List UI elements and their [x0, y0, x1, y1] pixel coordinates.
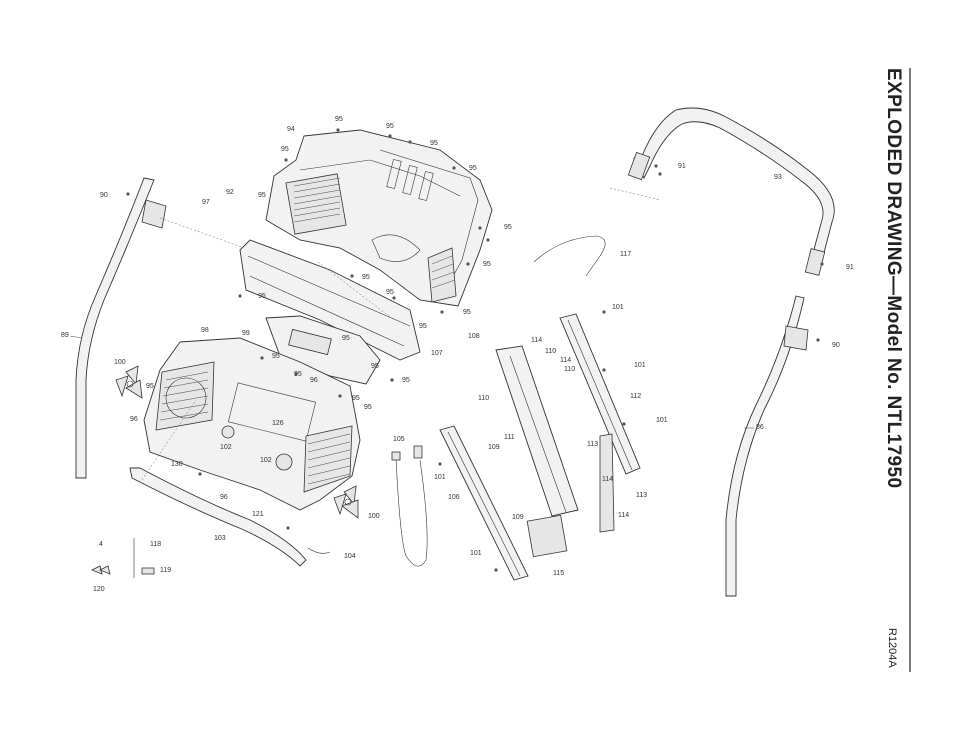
- callout: 117: [620, 251, 631, 258]
- callout: 94: [287, 126, 295, 133]
- callout: 101: [434, 474, 446, 481]
- callout: 101: [470, 550, 482, 557]
- callout: 95: [258, 293, 266, 300]
- callout: 110: [564, 366, 575, 373]
- callout: 91: [846, 264, 854, 271]
- callout: 90: [100, 192, 108, 199]
- callout: 95: [294, 371, 302, 378]
- callout: 102: [220, 444, 232, 451]
- side-rail-112: [559, 313, 641, 475]
- callout: 92: [226, 189, 234, 196]
- callout: 114: [602, 476, 613, 483]
- fan-right-100: [333, 485, 359, 519]
- callout: 93: [774, 174, 782, 181]
- callout: 95: [386, 123, 394, 130]
- fan-left-100: [115, 365, 143, 399]
- rail-109: [599, 433, 615, 533]
- drawing-title: EXPLODED DRAWING—Model No. NTL17950: [883, 68, 904, 488]
- callout: 95: [335, 116, 343, 123]
- callout: 110: [545, 348, 556, 355]
- callout-labels: 95 95 94 95 95 95 90 92 95 97 95 95 95 9…: [61, 116, 854, 593]
- callout: 95: [272, 353, 280, 360]
- callout: 121: [252, 511, 264, 518]
- callout: 102: [260, 457, 272, 464]
- callout: 95: [402, 377, 410, 384]
- callout: 112: [630, 393, 641, 400]
- callout: 114: [560, 357, 571, 364]
- callout: 97: [202, 199, 210, 206]
- callout: 101: [612, 304, 624, 311]
- callout: 119: [160, 567, 171, 574]
- callout: 109: [512, 514, 524, 521]
- callout: 95: [364, 404, 372, 411]
- handlebar-93: [627, 107, 835, 276]
- callout: 109: [488, 444, 500, 451]
- callout: 101: [634, 362, 646, 369]
- callout: 98: [201, 327, 209, 334]
- side-rail-111: [495, 345, 579, 558]
- callout: 95: [483, 261, 491, 268]
- callout: 89: [61, 332, 69, 339]
- callout: 113: [636, 492, 647, 499]
- upper-hood-94: [265, 129, 493, 307]
- callout: 95: [258, 192, 266, 199]
- callout: 126: [272, 420, 284, 427]
- callout: 86: [756, 424, 764, 431]
- callout: 95: [342, 335, 350, 342]
- callout: 91: [678, 163, 686, 170]
- motor-hood-107: [239, 239, 421, 361]
- front-bar-103: [129, 467, 307, 567]
- callout: 96: [220, 494, 228, 501]
- callout: 114: [618, 512, 629, 519]
- main-console-98: [143, 337, 361, 511]
- callout: 95: [469, 165, 477, 172]
- callout: 100: [368, 513, 380, 520]
- callout: 104: [344, 553, 356, 560]
- callout: 95: [430, 140, 438, 147]
- side-rail-106: [439, 425, 529, 581]
- callout: 95: [419, 323, 427, 330]
- callout: 108: [468, 333, 480, 340]
- callout: 110: [478, 395, 489, 402]
- revision-code: R1204A: [886, 628, 898, 668]
- callout: 4: [99, 541, 103, 548]
- callout: 103: [214, 535, 226, 542]
- callout: 118: [150, 541, 161, 548]
- power-cord-105: [391, 445, 428, 567]
- callout: 115: [553, 570, 564, 577]
- callout: 114: [531, 337, 542, 344]
- callout: 96: [130, 416, 138, 423]
- callout: 95: [386, 289, 394, 296]
- callout: 95: [146, 383, 154, 390]
- callout: 95: [504, 224, 512, 231]
- right-upright-86: [725, 295, 809, 597]
- left-upright-89: [69, 177, 251, 479]
- callout: 106: [448, 494, 460, 501]
- callout: 105: [393, 436, 405, 443]
- callout: 120: [93, 586, 105, 593]
- callout: 100: [114, 359, 126, 366]
- callout: 95: [281, 146, 289, 153]
- callout: 107: [431, 350, 443, 357]
- callout: 96: [310, 377, 318, 384]
- callout: 101: [656, 417, 668, 424]
- callout: 95: [362, 274, 370, 281]
- callout: 90: [832, 342, 840, 349]
- callout: 95: [463, 309, 471, 316]
- wire-harness-117: [533, 235, 606, 277]
- callout: 113: [587, 441, 598, 448]
- callout: 95: [352, 395, 360, 402]
- callout: 111: [504, 434, 515, 441]
- screws: [126, 128, 824, 572]
- hardware-misc: [91, 538, 331, 578]
- callout: 95: [371, 363, 379, 370]
- callout: 130: [171, 461, 183, 468]
- callout: 99: [242, 330, 250, 337]
